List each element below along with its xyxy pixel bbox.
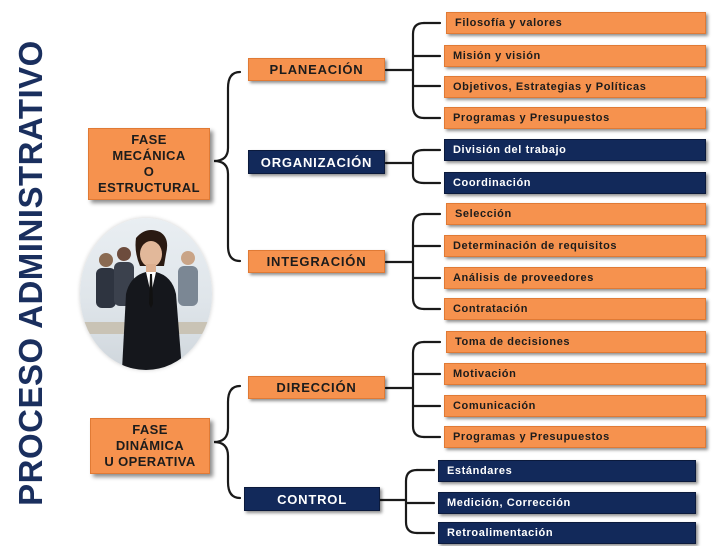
planeacion-item: Programas y Presupuestos <box>444 107 706 129</box>
phase-mecanica-box: FASE MECÁNICA O ESTRUCTURAL <box>88 128 210 200</box>
integracion-item-label: Selección <box>455 208 512 220</box>
organizacion-item: Coordinación <box>444 172 706 194</box>
main-person <box>122 230 182 370</box>
brace-mecanica <box>213 70 242 263</box>
stage-integracion-box: INTEGRACIÓN <box>248 250 385 273</box>
stage-control-label: CONTROL <box>277 491 347 507</box>
direccion-item: Toma de decisiones <box>446 331 706 353</box>
stage-organizacion-box: ORGANIZACIÓN <box>248 150 385 174</box>
direccion-item-label: Motivación <box>453 368 517 380</box>
planeacion-item-label: Objetivos, Estrategias y Políticas <box>453 81 647 93</box>
stage-integracion-label: INTEGRACIÓN <box>266 254 367 269</box>
brace-dinamica <box>213 384 242 500</box>
stage-direccion-box: DIRECCIÓN <box>248 376 385 399</box>
integracion-item-label: Análisis de proveedores <box>453 272 594 284</box>
integracion-item: Contratación <box>444 298 706 320</box>
stage-planeacion-label: PLANEACIÓN <box>269 62 364 77</box>
integracion-item: Determinación de requisitos <box>444 235 706 257</box>
control-item-label: Estándares <box>447 465 513 477</box>
planeacion-item-label: Misión y visión <box>453 50 541 62</box>
control-item: Medición, Corrección <box>438 492 696 514</box>
stage-control-box: CONTROL <box>244 487 380 511</box>
control-item-label: Retroalimentación <box>447 527 554 539</box>
integracion-item-label: Determinación de requisitos <box>453 240 618 252</box>
integracion-item: Selección <box>446 203 706 225</box>
organizacion-item-label: Coordinación <box>453 177 532 189</box>
control-item: Retroalimentación <box>438 522 696 544</box>
background-person-left <box>96 253 116 308</box>
planeacion-item-label: Filosofía y valores <box>455 17 563 29</box>
control-item: Estándares <box>438 460 696 482</box>
planeacion-item: Filosofía y valores <box>446 12 706 34</box>
business-team-photo <box>80 218 212 370</box>
direccion-item: Comunicación <box>444 395 706 417</box>
direccion-item: Programas y Presupuestos <box>444 426 706 448</box>
integracion-item: Análisis de proveedores <box>444 267 706 289</box>
phase-mecanica-label: FASE MECÁNICA O ESTRUCTURAL <box>98 132 200 195</box>
planeacion-item: Misión y visión <box>444 45 706 67</box>
stage-organizacion-label: ORGANIZACIÓN <box>260 154 373 170</box>
organizacion-item-label: División del trabajo <box>453 144 567 156</box>
organizacion-item: División del trabajo <box>444 139 706 161</box>
stage-planeacion-box: PLANEACIÓN <box>248 58 385 81</box>
control-item-label: Medición, Corrección <box>447 497 571 509</box>
background-person-right <box>178 251 198 306</box>
planeacion-item-label: Programas y Presupuestos <box>453 112 610 124</box>
phase-dinamica-label: FASE DINÁMICA U OPERATIVA <box>104 422 196 469</box>
direccion-item-label: Comunicación <box>453 400 536 412</box>
direccion-item-label: Programas y Presupuestos <box>453 431 610 443</box>
phase-dinamica-box: FASE DINÁMICA U OPERATIVA <box>90 418 210 474</box>
stage-direccion-label: DIRECCIÓN <box>276 380 357 395</box>
planeacion-item: Objetivos, Estrategias y Políticas <box>444 76 706 98</box>
direccion-item: Motivación <box>444 363 706 385</box>
business-team-illustration <box>80 230 212 370</box>
integracion-item-label: Contratación <box>453 303 529 315</box>
direccion-item-label: Toma de decisiones <box>455 336 571 348</box>
